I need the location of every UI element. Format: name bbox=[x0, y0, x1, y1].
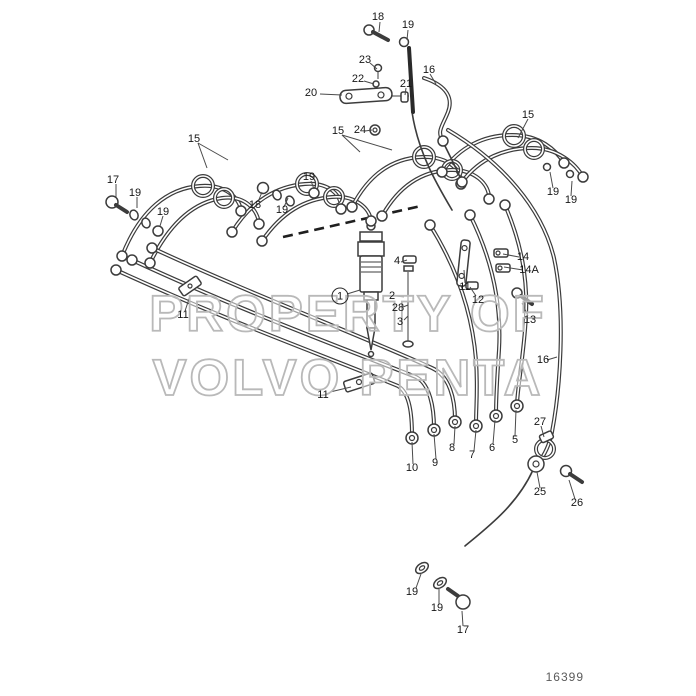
callout-12: 12 bbox=[471, 294, 485, 306]
callout-25: 25 bbox=[533, 486, 547, 498]
callout-28: 28 bbox=[391, 302, 405, 314]
bottom-bolt-assembly bbox=[414, 561, 471, 610]
callout-22: 22 bbox=[351, 73, 365, 85]
callout-16: 16 bbox=[536, 354, 550, 366]
callout-16: 16 bbox=[422, 64, 436, 76]
callout-26: 26 bbox=[570, 497, 584, 509]
banjo-assembly bbox=[527, 430, 584, 484]
top-clamp-assembly bbox=[339, 24, 449, 147]
callout-10: 10 bbox=[405, 462, 419, 474]
callout-11: 11 bbox=[459, 281, 471, 293]
callout-14: 14 bbox=[516, 251, 530, 263]
callout-9: 9 bbox=[431, 457, 439, 469]
callout-19: 19 bbox=[156, 206, 170, 218]
callout-20: 20 bbox=[304, 87, 318, 99]
callout-6: 6 bbox=[488, 442, 496, 454]
callout-19: 19 bbox=[128, 187, 142, 199]
dashed-line bbox=[282, 204, 422, 239]
upper-injection-pipes bbox=[120, 124, 585, 265]
injector-assembly bbox=[357, 221, 385, 358]
callout-18: 18 bbox=[371, 11, 385, 23]
middle-fitting-stack bbox=[256, 181, 320, 207]
left-banjo-stack bbox=[105, 195, 164, 237]
callout-1: 1 bbox=[331, 287, 349, 305]
callout-5: 5 bbox=[511, 434, 519, 446]
callout-19: 19 bbox=[302, 171, 316, 183]
callout-4: 4 bbox=[393, 255, 401, 267]
callout-3: 3 bbox=[396, 316, 404, 328]
leader-lines bbox=[115, 21, 576, 627]
callout-19: 19 bbox=[546, 186, 560, 198]
callout-15: 15 bbox=[521, 109, 535, 121]
callout-18: 18 bbox=[248, 199, 262, 211]
figure-number: 16399 bbox=[545, 670, 584, 684]
callout-21: 21 bbox=[399, 78, 413, 90]
callout-19: 19 bbox=[275, 204, 289, 216]
pipe-clamps bbox=[178, 275, 376, 393]
callout-15: 15 bbox=[187, 133, 201, 145]
pipe-end-nuts bbox=[110, 157, 589, 276]
callout-19: 19 bbox=[401, 19, 415, 31]
callout-19: 19 bbox=[405, 586, 419, 598]
callout-14A: 14A bbox=[519, 264, 539, 276]
callout-7: 7 bbox=[468, 449, 476, 461]
delivery-fittings bbox=[405, 399, 524, 445]
injector-clamp-stud bbox=[402, 255, 417, 348]
callout-13: 13 bbox=[523, 314, 537, 326]
callout-2: 2 bbox=[388, 290, 396, 302]
callout-11: 11 bbox=[177, 309, 189, 321]
callout-15: 15 bbox=[331, 125, 345, 137]
callout-19: 19 bbox=[430, 602, 444, 614]
callout-24: 24 bbox=[353, 124, 367, 136]
callout-17: 17 bbox=[456, 624, 470, 636]
callout-17: 17 bbox=[106, 174, 120, 186]
callout-27: 27 bbox=[533, 416, 547, 428]
callout-8: 8 bbox=[448, 442, 456, 454]
callout-11: 11 bbox=[317, 389, 329, 401]
callout-19: 19 bbox=[564, 194, 578, 206]
callout-23: 23 bbox=[358, 54, 372, 66]
right-bracket-assembly bbox=[456, 239, 534, 306]
